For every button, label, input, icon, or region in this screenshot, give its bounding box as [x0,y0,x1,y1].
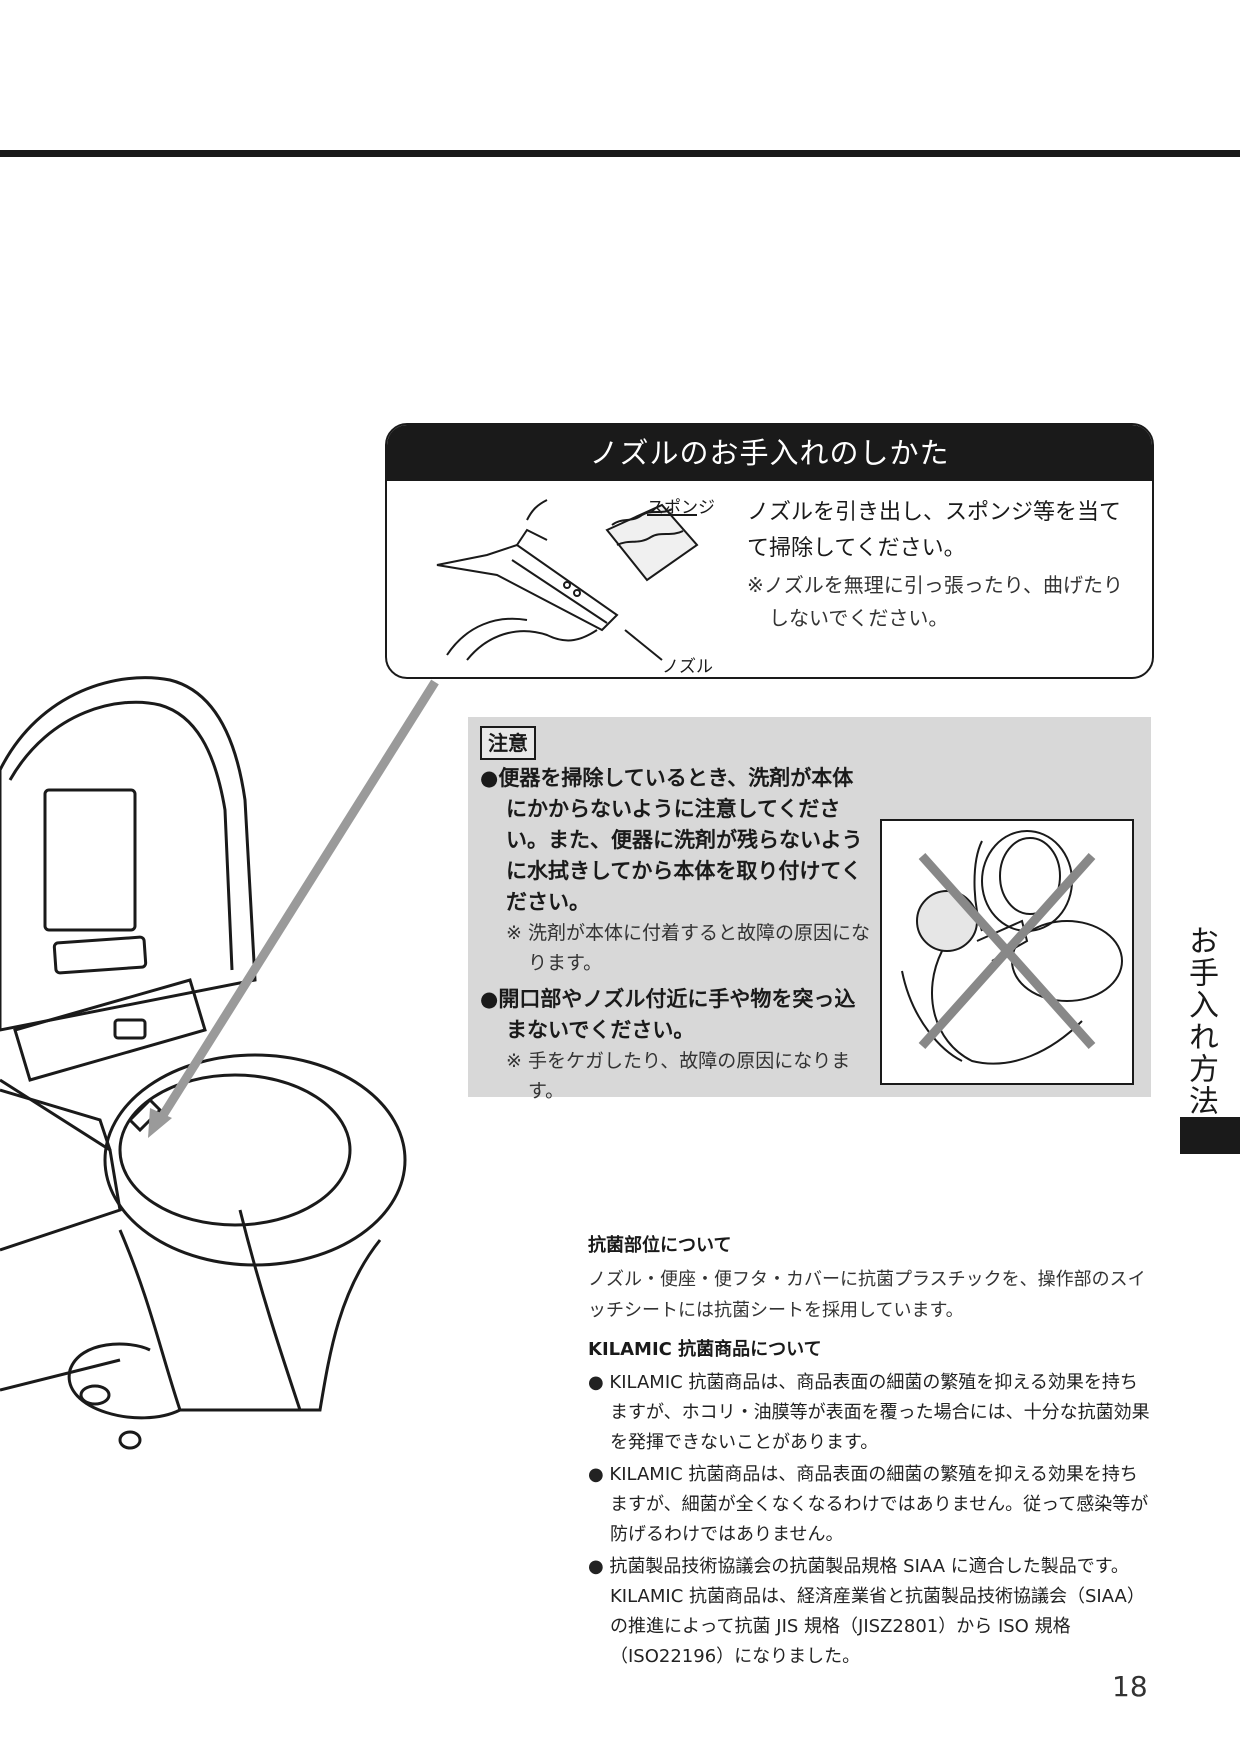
nozzle-care-title: ノズルのお手入れのしかた [387,425,1152,481]
caution-item: ●開口部やノズル付近に手や物を突っ込まないでください。 ※ 手をケガしたり、故障… [480,984,870,1106]
nozzle-cleaning-illustration: スポンジ ノズル [436,498,715,675]
caution-item-main: ●開口部やノズル付近に手や物を突っ込まないでください。 [480,987,856,1042]
caution-list: ●便器を掃除しているとき、洗剤が本体にかからないように注意してください。また、便… [480,763,870,1112]
kilamic-list: ● KILAMIC 抗菌商品は、商品表面の細菌の繁殖を抑える効果を持ちますが、ホ… [588,1368,1153,1672]
caution-panel: 注意 ●便器を掃除しているとき、洗剤が本体にかからないように注意してください。ま… [468,717,1151,1102]
kilamic-item: ● KILAMIC 抗菌商品は、商品表面の細菌の繁殖を抑える効果を持ちますが、細… [588,1464,1149,1545]
nozzle-care-section: ノズルのお手入れのしかた スポンジ ノズル ノズルを引き出し、スポンジ等を当てて… [385,423,1154,679]
kilamic-item: ● 抗菌製品技術協議会の抗菌製品規格 SIAA に適合した製品です。KILAMI… [588,1556,1145,1667]
kilamic-heading: KILAMIC 抗菌商品について [588,1339,822,1360]
do-not-insert-hand-illustration [880,819,1134,1085]
nozzle-care-text: ノズルを引き出し、スポンジ等を当てて掃除してください。 ※ノズルを無理に引っ張っ… [747,495,1142,635]
caution-item-note: ※ 手をケガしたり、故障の原因になります。 [506,1050,851,1102]
toilet-illustration [0,676,407,1450]
caution-item-main: ●便器を掃除しているとき、洗剤が本体にかからないように注意してください。また、便… [480,766,863,914]
sponge-label: スポンジ [647,498,715,518]
antibacterial-info: 抗菌部位について ノズル・便座・便フタ・カバーに抗菌プラスチックを、操作部のスイ… [588,1232,1153,1674]
top-rule [0,150,1240,157]
page-number: 18 [1112,1670,1148,1703]
kilamic-item: ● KILAMIC 抗菌商品は、商品表面の細菌の繁殖を抑える効果を持ちますが、ホ… [588,1372,1150,1453]
antibacterial-heading: 抗菌部位について [588,1235,732,1256]
nozzle-instruction: ノズルを引き出し、スポンジ等を当てて掃除してください。 [747,500,1122,561]
caution-item: ●便器を掃除しているとき、洗剤が本体にかからないように注意してください。また、便… [480,763,870,978]
antibacterial-body: ノズル・便座・便フタ・カバーに抗菌プラスチックを、操作部のスイッチシートには抗菌… [588,1269,1146,1321]
caution-item-note: ※ 洗剤が本体に付着すると故障の原因になります。 [506,922,870,974]
side-tab-label: お手入れ方法 [1183,925,1218,1117]
side-tab-bar [1180,1117,1240,1154]
nozzle-note: ※ノズルを無理に引っ張ったり、曲げたりしないでください。 [747,573,1123,630]
nozzle-label: ノズル [662,657,713,675]
caution-tag: 注意 [480,726,536,760]
